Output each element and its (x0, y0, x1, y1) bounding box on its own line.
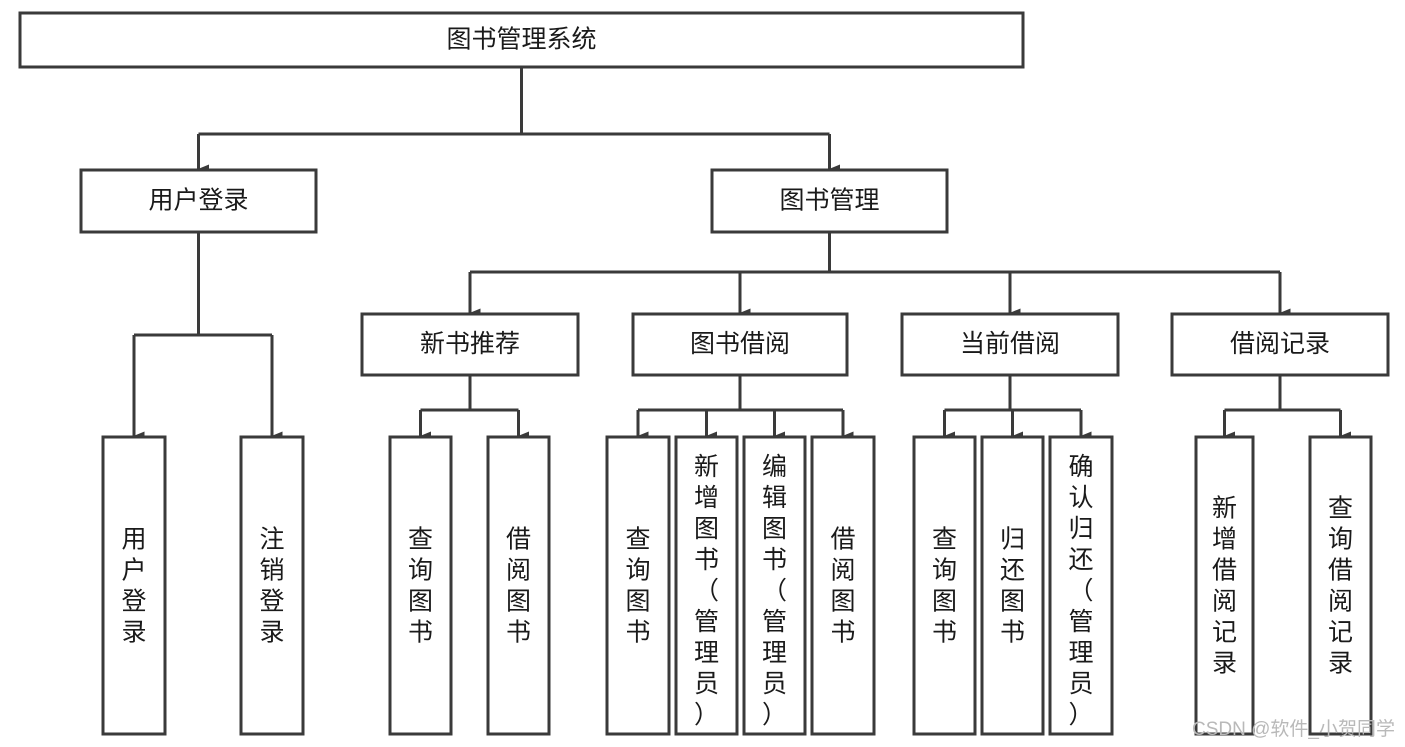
node-leaf-query-book-rec-label: 查询图书 (408, 526, 433, 647)
node-new-book-rec-label: 新书推荐 (420, 330, 520, 358)
node-book-borrow-label: 图书借阅 (690, 330, 790, 358)
node-leaf-query-book-borrow-label: 查询图书 (625, 526, 650, 647)
node-leaf-query-book-current[interactable]: 查询图书 (912, 435, 977, 736)
node-current-borrow-box (900, 312, 1120, 377)
node-user-login-label: 用户登录 (148, 187, 248, 215)
node-leaf-borrow-book-rec-box (486, 435, 551, 736)
node-leaf-borrow-book[interactable]: 借阅图书 (810, 435, 876, 736)
node-leaf-user-login[interactable]: 用户登录 (101, 435, 167, 736)
node-leaf-query-book-borrow-box (605, 435, 671, 736)
node-leaf-query-book-rec[interactable]: 查询图书 (388, 435, 453, 736)
node-leaf-user-login-box (101, 435, 167, 736)
node-book-manage-label: 图书管理 (779, 187, 879, 215)
node-leaf-edit-book-admin-label: 编辑图书（管理员） (762, 453, 787, 729)
node-leaf-user-login-label: 用户登录 (121, 526, 146, 647)
node-book-borrow-box (631, 312, 849, 377)
node-leaf-confirm-return-admin-label: 确认归还（管理员） (1068, 453, 1093, 729)
node-leaf-query-borrow-record-label: 查询借阅记录 (1328, 495, 1353, 678)
node-leaf-add-borrow-record-box (1194, 435, 1255, 736)
node-new-book-rec-box (360, 312, 580, 377)
node-leaf-edit-book-admin-box (742, 435, 807, 736)
node-leaf-query-book-current-box (912, 435, 977, 736)
node-leaf-confirm-return-admin[interactable]: 确认归还（管理员） (1048, 435, 1114, 736)
connector-layer (132, 67, 1351, 441)
node-current-borrow[interactable]: 当前借阅 (900, 312, 1120, 377)
node-leaf-add-borrow-record-label: 新增借阅记录 (1212, 495, 1237, 678)
node-leaf-add-book-admin-box (674, 435, 739, 736)
node-leaf-add-borrow-record[interactable]: 新增借阅记录 (1194, 435, 1255, 736)
node-leaf-borrow-book-rec-label: 借阅图书 (506, 526, 531, 647)
node-borrow-record[interactable]: 借阅记录 (1170, 312, 1390, 377)
node-borrow-record-label: 借阅记录 (1230, 330, 1330, 358)
node-leaf-return-book-box (980, 435, 1045, 736)
node-book-borrow[interactable]: 图书借阅 (631, 312, 849, 377)
node-leaf-user-logout[interactable]: 注销登录 (239, 435, 305, 736)
node-root[interactable]: 图书管理系统 (18, 11, 1025, 69)
node-leaf-edit-book-admin[interactable]: 编辑图书（管理员） (742, 435, 807, 736)
node-leaf-query-book-rec-box (388, 435, 453, 736)
node-leaf-query-book-current-label: 查询图书 (932, 526, 957, 647)
node-leaf-query-book-borrow[interactable]: 查询图书 (605, 435, 671, 736)
node-leaf-add-book-admin[interactable]: 新增图书（管理员） (674, 435, 739, 736)
node-book-manage-box (710, 168, 949, 234)
node-new-book-rec[interactable]: 新书推荐 (360, 312, 580, 377)
node-leaf-borrow-book-rec[interactable]: 借阅图书 (486, 435, 551, 736)
node-leaf-return-book[interactable]: 归还图书 (980, 435, 1045, 736)
node-borrow-record-box (1170, 312, 1390, 377)
node-leaf-borrow-book-box (810, 435, 876, 736)
node-user-login[interactable]: 用户登录 (79, 168, 318, 234)
node-user-login-box (79, 168, 318, 234)
node-leaf-query-borrow-record[interactable]: 查询借阅记录 (1308, 435, 1373, 736)
node-leaf-query-borrow-record-box (1308, 435, 1373, 736)
csdn-watermark: CSDN @软件_小贺同学 (1192, 719, 1395, 740)
node-layer: 图书管理系统用户登录图书管理新书推荐图书借阅当前借阅借阅记录用户登录注销登录查询… (18, 11, 1390, 736)
node-current-borrow-label: 当前借阅 (960, 330, 1060, 358)
node-leaf-user-logout-box (239, 435, 305, 736)
node-root-label: 图书管理系统 (446, 26, 596, 54)
node-leaf-confirm-return-admin-box (1048, 435, 1114, 736)
node-book-manage[interactable]: 图书管理 (710, 168, 949, 234)
node-leaf-user-logout-label: 注销登录 (259, 526, 284, 647)
node-leaf-add-book-admin-label: 新增图书（管理员） (694, 453, 719, 729)
node-root-box (18, 11, 1025, 69)
node-leaf-return-book-label: 归还图书 (1000, 526, 1025, 647)
node-leaf-borrow-book-label: 借阅图书 (830, 526, 855, 647)
